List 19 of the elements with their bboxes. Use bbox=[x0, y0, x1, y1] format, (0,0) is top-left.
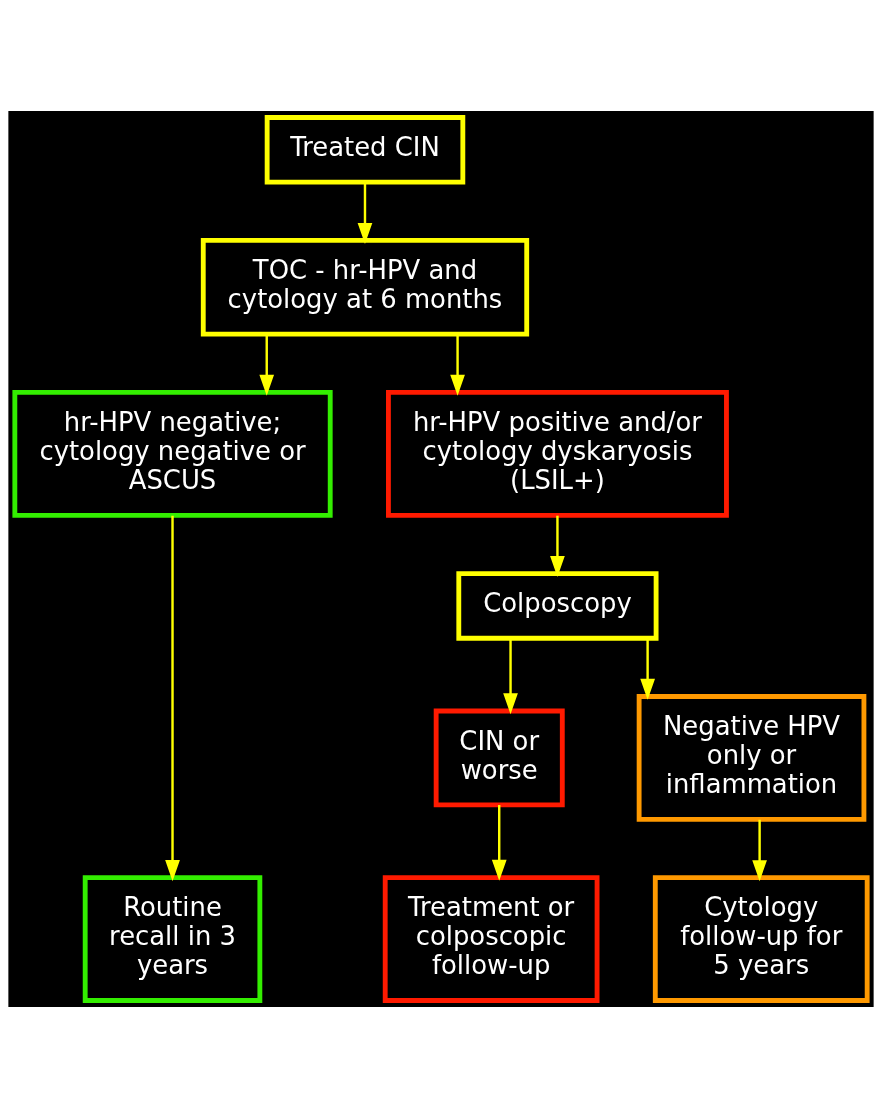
node-box: Routine recall in 3 years bbox=[82, 874, 263, 1003]
arrow bbox=[357, 181, 373, 244]
arrow bbox=[550, 515, 565, 577]
node-box: TOC - hr-HPV and cytology at 6 months bbox=[200, 237, 530, 337]
node-box: Treated CIN bbox=[264, 114, 466, 185]
arrow bbox=[752, 819, 767, 881]
arrow bbox=[640, 638, 655, 700]
node-box: Treatment or colposcopic follow-up bbox=[382, 874, 600, 1003]
arrow bbox=[491, 804, 507, 881]
node-box: Colposcopy bbox=[456, 570, 659, 641]
node-box: Cytology follow-up for 5 years bbox=[652, 874, 870, 1003]
node-box: hr-HPV negative; cytology negative or ASCUS bbox=[12, 389, 333, 518]
node-box: Negative HPV only or inflammation bbox=[636, 693, 867, 822]
arrow bbox=[259, 334, 275, 396]
arrow bbox=[450, 334, 465, 396]
node-box: CIN or worse bbox=[433, 708, 565, 807]
arrow bbox=[503, 638, 518, 714]
node-box: hr-HPV positive and/or cytology dyskaryosis (LSIL+) bbox=[386, 389, 729, 518]
arrow bbox=[165, 515, 180, 881]
